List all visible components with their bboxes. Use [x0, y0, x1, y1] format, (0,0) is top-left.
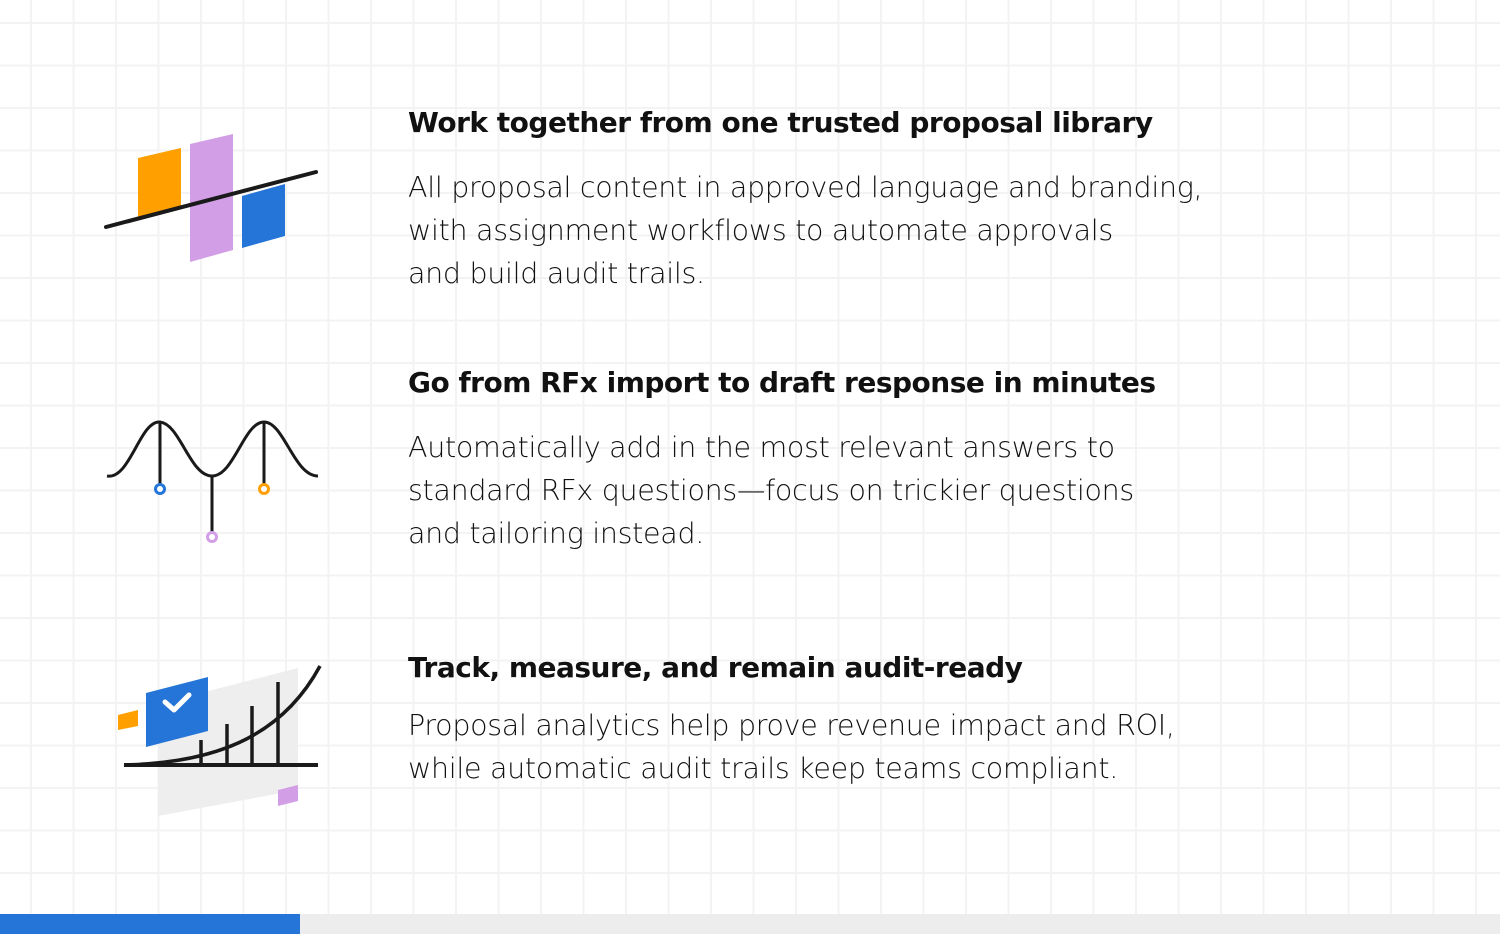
feature-description-line: while automatic audit trails keep teams …	[408, 752, 1118, 785]
progress-bar-fill	[0, 914, 300, 934]
analytics-chart-icon	[118, 665, 322, 816]
feature-description-line: and build audit trails.	[408, 257, 705, 290]
library-bars-icon	[104, 134, 318, 262]
feature-description-line: Automatically add in the most relevant a…	[408, 431, 1115, 464]
feature-rfx-import: Go from RFx import to draft response in …	[408, 366, 1308, 555]
feature-description-line: All proposal content in approved languag…	[408, 171, 1203, 204]
feature-title: Go from RFx import to draft response in …	[408, 366, 1156, 399]
feature-description-line: Proposal analytics help prove revenue im…	[408, 709, 1175, 742]
feature-description-line: standard RFx questions—focus on trickier…	[408, 474, 1134, 507]
feature-description-line: with assignment workflows to automate ap…	[408, 214, 1113, 247]
feature-proposal-library: Work together from one trusted proposal …	[408, 106, 1308, 295]
wave-pins-icon	[106, 420, 319, 543]
feature-description-line: and tailoring instead.	[408, 517, 705, 550]
progress-bar	[0, 914, 1500, 934]
feature-title: Track, measure, and remain audit-ready	[408, 651, 1023, 684]
feature-audit-ready: Track, measure, and remain audit-ready P…	[408, 651, 1308, 790]
feature-title: Work together from one trusted proposal …	[408, 106, 1153, 139]
